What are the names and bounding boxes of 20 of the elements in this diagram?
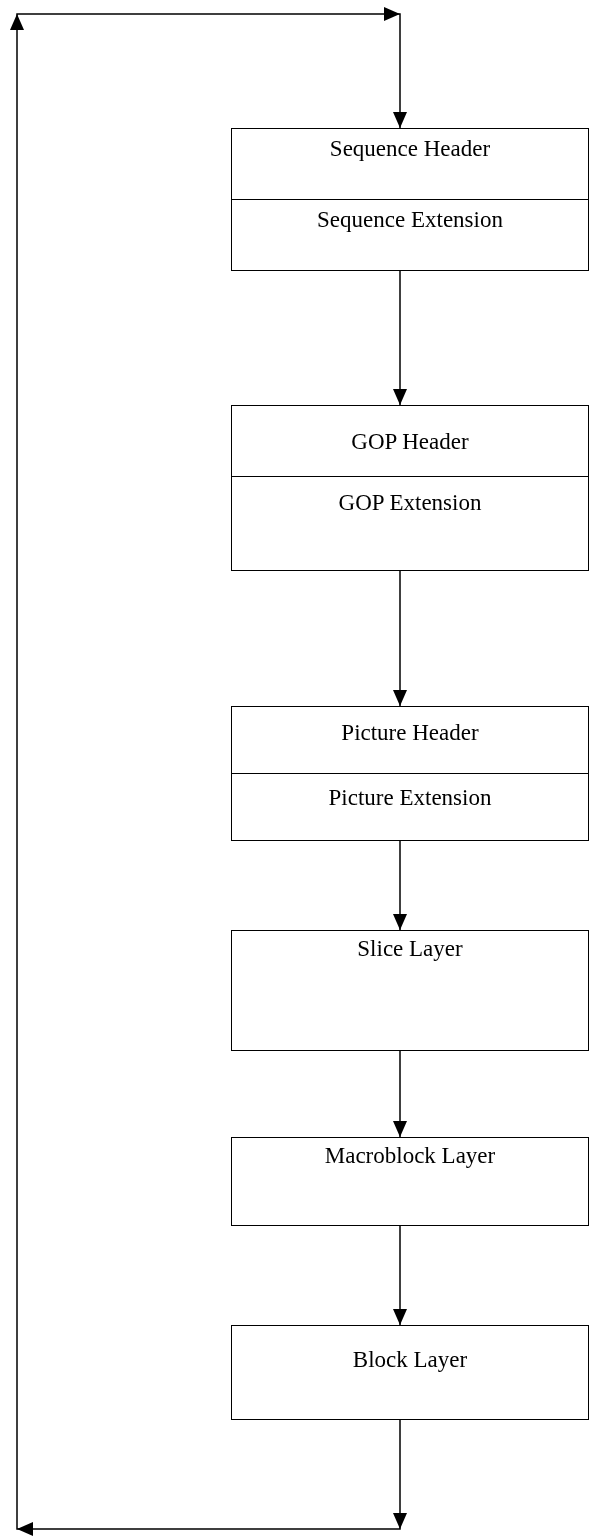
arrow (393, 1050, 407, 1138)
arrow (393, 1225, 407, 1326)
layer-label: GOP Extension (338, 489, 482, 518)
layer-label: Macroblock Layer (324, 1142, 496, 1170)
layer-label: Slice Layer (357, 935, 463, 963)
arrow (393, 570, 407, 707)
layer-label: GOP Header (351, 428, 469, 456)
arrow (393, 270, 407, 406)
layer-box (231, 706, 589, 841)
layer-label: Block Layer (352, 1346, 468, 1374)
layer-label: Sequence Header (329, 135, 491, 163)
layer-box (231, 128, 589, 271)
layer-label: Picture Header (341, 719, 479, 747)
layer-box (231, 930, 589, 1051)
layer-box (231, 1325, 589, 1420)
layer-box (231, 405, 589, 571)
layer-box (231, 1137, 589, 1226)
layer-label: Sequence Extension (317, 206, 503, 234)
arrow (393, 840, 407, 931)
layer-label: Picture Extension (328, 784, 492, 812)
